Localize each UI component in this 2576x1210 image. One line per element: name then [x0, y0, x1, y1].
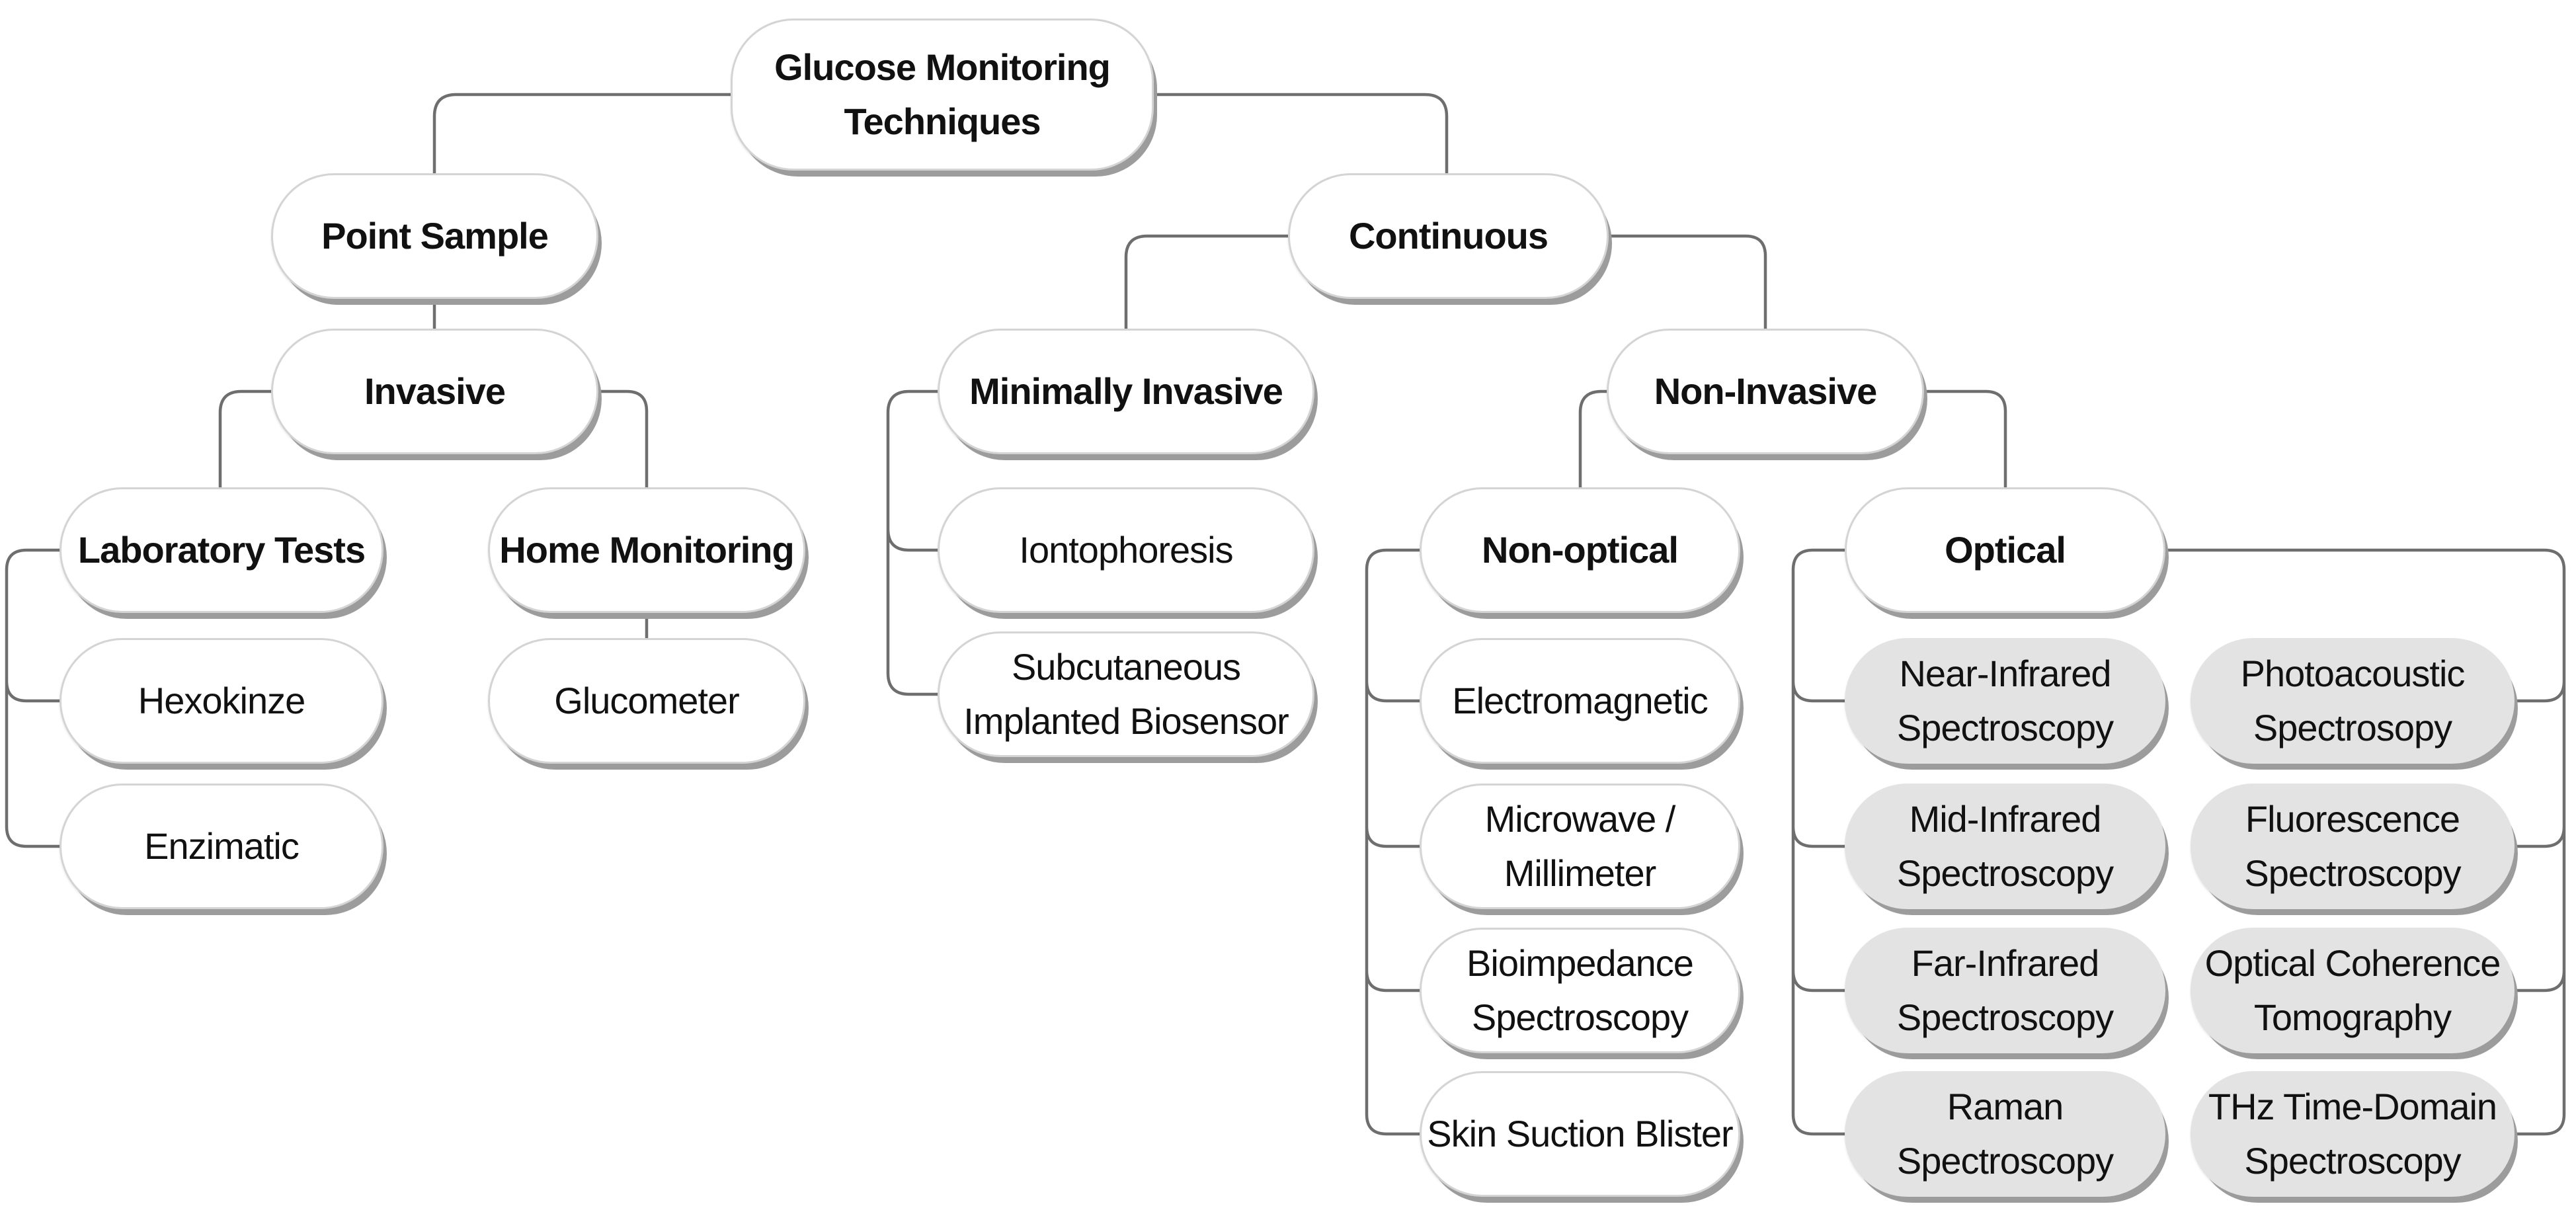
connector-optical-left-leaves	[1791, 548, 1847, 1136]
node-label: Invasive	[364, 370, 506, 412]
node-bioimpedance-spectroscopy: Bioimpedance Spectroscopy	[1420, 928, 1740, 1053]
node-label: Glucose Monitoring Techniques	[774, 46, 1111, 142]
node-label: Subcutaneous Implanted Biosensor	[963, 646, 1289, 742]
node-near-infrared-spectroscopy: Near-Infrared Spectroscopy	[1845, 638, 2165, 764]
node-hexokinze: Hexokinze	[60, 638, 383, 764]
connector-continuous-minimally-invasive	[1124, 234, 1290, 331]
node-label: Skin Suction Blister	[1427, 1113, 1733, 1154]
node-minimally-invasive: Minimally Invasive	[938, 329, 1314, 454]
node-continuous: Continuous	[1288, 173, 1609, 299]
node-non-invasive: Non-Invasive	[1607, 329, 1924, 454]
node-raman-spectroscopy: Raman Spectroscopy	[1845, 1071, 2165, 1197]
node-label: Fluorescence Spectroscopy	[2244, 798, 2461, 894]
connector-non-optical-leaves	[1365, 548, 1422, 1136]
node-label: Non-optical	[1482, 529, 1679, 571]
connector-laboratory-tests-leaves	[5, 548, 61, 848]
connector-invasive-laboratory-tests	[218, 389, 273, 489]
node-glucose-monitoring-techniques: Glucose Monitoring Techniques	[731, 19, 1154, 171]
node-label: Mid-Infrared Spectroscopy	[1896, 798, 2114, 894]
node-label: Point Sample	[321, 215, 549, 257]
node-microwave-millimeter: Microwave / Millimeter	[1420, 784, 1740, 909]
node-label: Home Monitoring	[499, 529, 794, 571]
node-label: Non-Invasive	[1654, 370, 1878, 412]
node-iontophoresis: Iontophoresis	[938, 487, 1314, 613]
node-photoacoustic-spectroscopy: Photoacoustic Spectrosopy	[2191, 638, 2515, 764]
node-fluorescence-spectroscopy: Fluorescence Spectroscopy	[2191, 784, 2515, 909]
connector-root-continuous	[1152, 93, 1449, 175]
node-subcutaneous-implanted-biosensor: Subcutaneous Implanted Biosensor	[938, 631, 1314, 757]
node-label: Optical Coherence Tomography	[2204, 942, 2501, 1038]
node-skin-suction-blister: Skin Suction Blister	[1420, 1071, 1740, 1197]
connector-non-invasive-optical	[1922, 389, 2007, 489]
node-label: THz Time-Domain Spectroscopy	[2208, 1086, 2497, 1182]
node-label: Glucometer	[554, 680, 739, 721]
connector-root-point-sample	[432, 93, 733, 175]
node-label: Electromagnetic	[1452, 680, 1709, 721]
node-label: Photoacoustic Spectrosopy	[2240, 653, 2466, 748]
node-label: Near-Infrared Spectroscopy	[1896, 653, 2114, 748]
node-label: Bioimpedance Spectroscopy	[1467, 942, 1694, 1038]
node-label: Hexokinze	[138, 680, 305, 721]
node-laboratory-tests: Laboratory Tests	[60, 487, 383, 613]
node-label: Enzimatic	[144, 825, 300, 867]
node-label: Continuous	[1348, 215, 1549, 257]
node-enzimatic: Enzimatic	[60, 784, 383, 909]
connector-minimally-invasive-leaves	[886, 389, 940, 696]
node-label: Iontophoresis	[1019, 529, 1233, 571]
node-label: Minimally Invasive	[969, 370, 1283, 412]
node-label: Optical	[1945, 529, 2066, 571]
node-label: Microwave / Millimeter	[1484, 798, 1676, 894]
node-home-monitoring: Home Monitoring	[488, 487, 805, 613]
node-non-optical: Non-optical	[1420, 487, 1740, 613]
node-optical: Optical	[1845, 487, 2165, 613]
connector-non-invasive-non-optical	[1578, 389, 1609, 489]
node-thz-time-domain-spectroscopy: THz Time-Domain Spectroscopy	[2191, 1071, 2515, 1197]
node-mid-infrared-spectroscopy: Mid-Infrared Spectroscopy	[1845, 784, 2165, 909]
node-glucometer: Glucometer	[488, 638, 805, 764]
node-point-sample: Point Sample	[271, 173, 598, 299]
node-label: Far-Infrared Spectroscopy	[1896, 942, 2114, 1038]
node-label: Laboratory Tests	[77, 529, 366, 571]
node-far-infrared-spectroscopy: Far-Infrared Spectroscopy	[1845, 928, 2165, 1053]
node-label: Raman Spectroscopy	[1896, 1086, 2114, 1182]
connector-invasive-home-monitoring	[596, 389, 649, 489]
node-electromagnetic: Electromagnetic	[1420, 638, 1740, 764]
node-invasive: Invasive	[271, 329, 598, 454]
connector-optical-right-leaves	[2163, 548, 2566, 1136]
node-optical-coherence-tomography: Optical Coherence Tomography	[2191, 928, 2515, 1053]
connector-continuous-non-invasive	[1607, 234, 1767, 331]
